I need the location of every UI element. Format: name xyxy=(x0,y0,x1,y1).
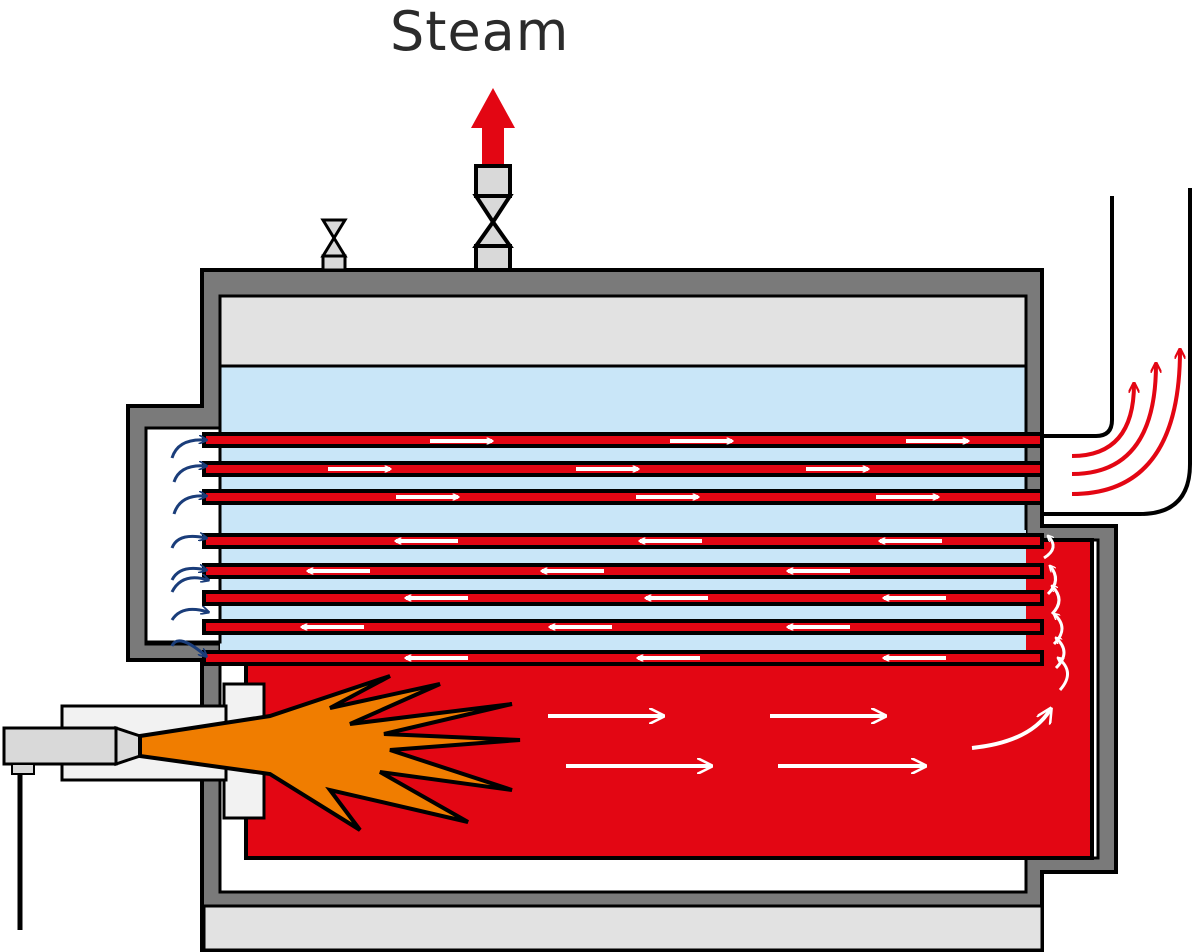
steam-outlet-arrow-icon xyxy=(471,88,515,166)
steam-valve-icon xyxy=(472,164,514,272)
rear-reversal-arrows xyxy=(1043,536,1069,691)
chimney-icon xyxy=(1040,188,1192,516)
base-plate xyxy=(202,904,1044,952)
steam-label: Steam xyxy=(390,0,570,63)
furnace-flow-arrows xyxy=(548,716,924,766)
smoke-tube xyxy=(202,619,1044,635)
furnace-turn-arrow xyxy=(971,710,1050,750)
front-return-arrows xyxy=(170,440,208,656)
exhaust-arrows xyxy=(1071,350,1180,496)
safety-valve-icon xyxy=(320,218,348,272)
smoke-tube xyxy=(202,590,1044,606)
tube-flow-arrows-left xyxy=(302,541,946,658)
tube-flow-arrows-right xyxy=(328,441,968,497)
steam-space xyxy=(218,294,1028,368)
flame-icon xyxy=(138,674,521,832)
